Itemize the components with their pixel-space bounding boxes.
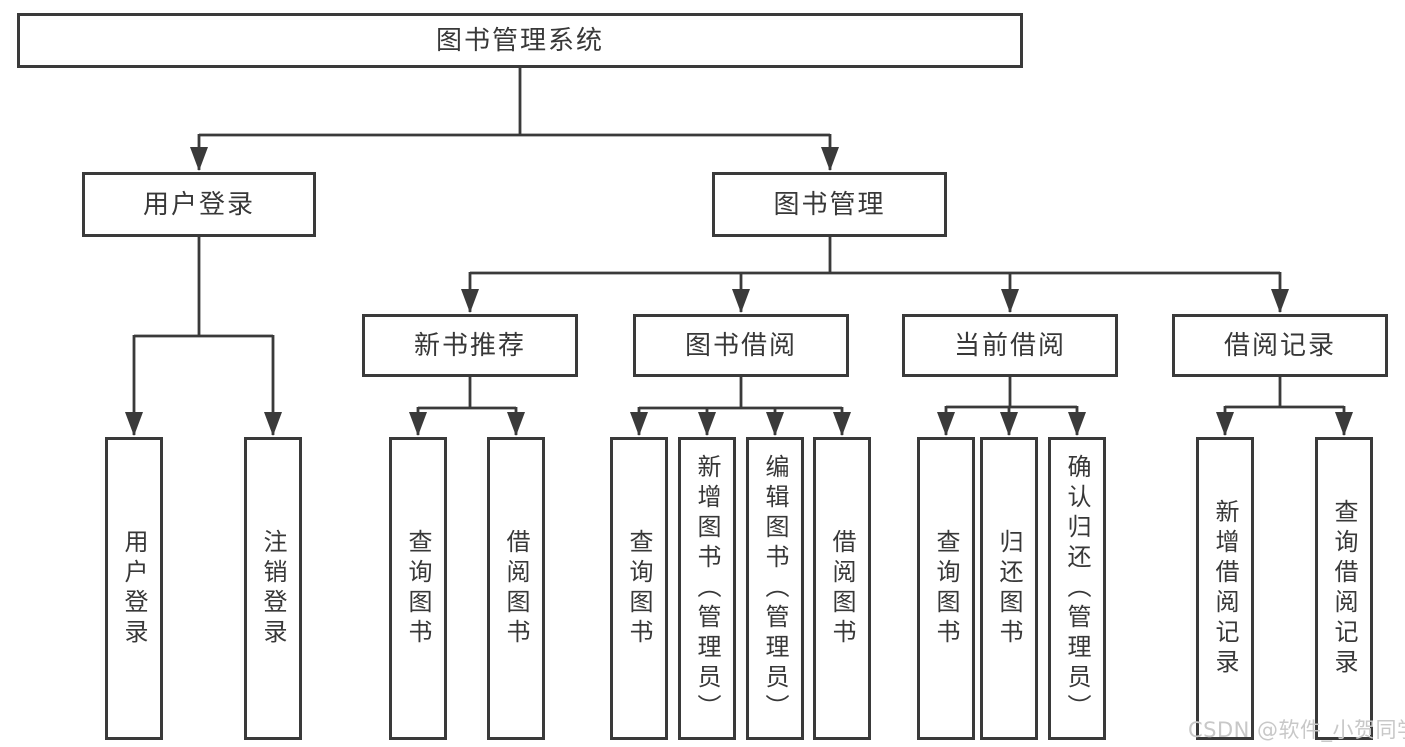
node-user-login: 用户登录	[82, 172, 316, 237]
connector-current-borrow-children	[946, 377, 1077, 409]
connector-book-borrow-children	[639, 377, 842, 410]
node-system: 图书管理系统	[17, 13, 1023, 68]
connector-borrow-records-children	[1225, 377, 1344, 409]
connector-book-management-children	[470, 237, 1280, 275]
leaf-query-books-1: 查询图书	[389, 437, 447, 740]
leaf-borrow-books-1: 借阅图书	[487, 437, 545, 740]
node-book-borrow: 图书借阅	[633, 314, 849, 377]
node-current-borrow: 当前借阅	[902, 314, 1118, 377]
leaf-return-book: 归还图书	[980, 437, 1038, 740]
leaf-edit-book-admin: 编辑图书（管理员）	[746, 437, 804, 740]
leaf-query-books-3: 查询图书	[917, 437, 975, 740]
csdn-watermark: CSDN @软件_小贺同学	[1188, 718, 1405, 742]
leaf-add-borrow-record: 新增借阅记录	[1196, 437, 1254, 740]
connector-user-login-children	[134, 237, 273, 338]
leaf-borrow-books-2: 借阅图书	[813, 437, 871, 740]
connector-root-to-level2	[199, 68, 830, 137]
connector-new-book-children	[418, 377, 516, 410]
node-new-book-recommend: 新书推荐	[362, 314, 578, 377]
leaf-query-books-2: 查询图书	[610, 437, 668, 740]
leaf-confirm-return-admin: 确认归还（管理员）	[1048, 437, 1106, 740]
leaf-user-login: 用户登录	[105, 437, 163, 740]
node-borrow-records: 借阅记录	[1172, 314, 1388, 377]
leaf-add-book-admin: 新增图书（管理员）	[678, 437, 736, 740]
leaf-query-borrow-record: 查询借阅记录	[1315, 437, 1373, 740]
leaf-logout: 注销登录	[244, 437, 302, 740]
node-book-management: 图书管理	[712, 172, 947, 237]
